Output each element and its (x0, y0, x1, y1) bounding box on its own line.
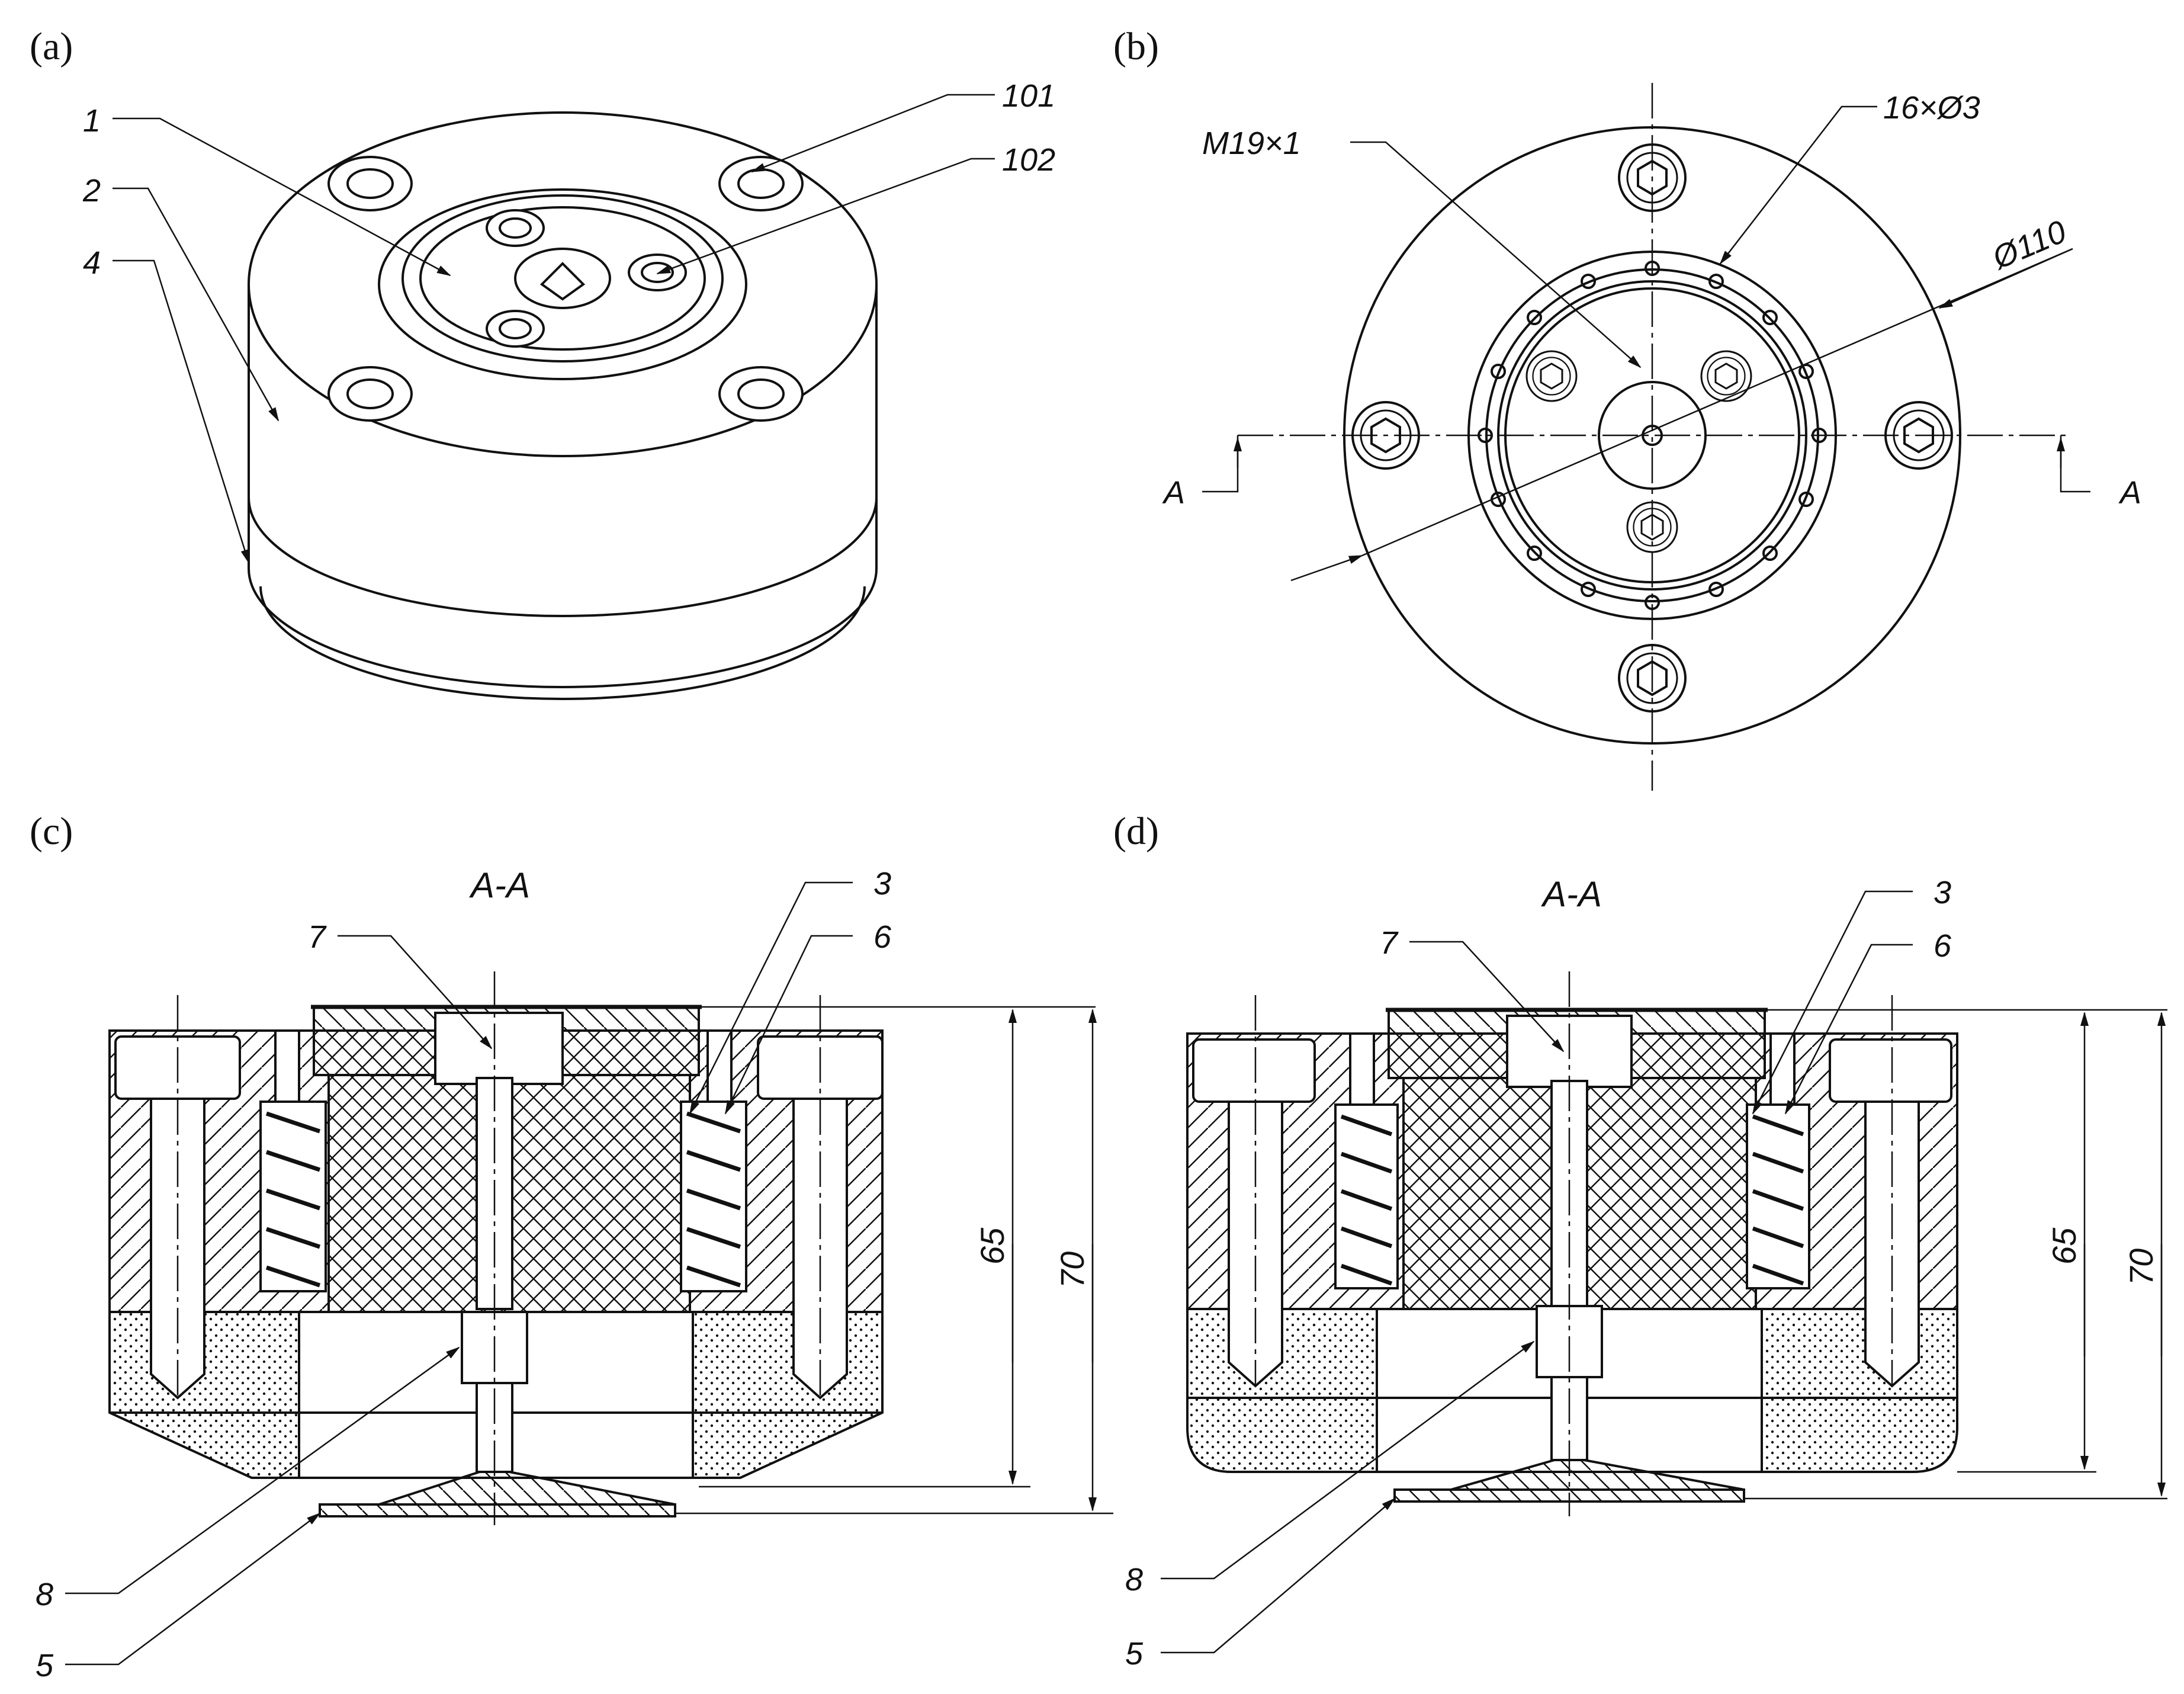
piston-inner (419, 206, 706, 351)
body-side (248, 284, 878, 688)
callout-102: 102 (1002, 142, 1055, 178)
piston-bolt-2 (1700, 350, 1752, 402)
section-title-c: A-A (469, 865, 530, 905)
callout-1: 1 (83, 103, 101, 139)
panel-letter-b: (b) (1113, 25, 1159, 68)
base-ring (259, 586, 866, 700)
callout-7-d: 7 (1380, 925, 1399, 961)
center-cone (539, 262, 586, 301)
callout-8-c: 8 (36, 1577, 53, 1612)
section-letter-left: A (1162, 475, 1185, 511)
base-right (1761, 1308, 1958, 1473)
panel-letter-d: (d) (1113, 810, 1159, 853)
callout-6-c: 6 (873, 919, 892, 955)
dim-70-d: 70 (2122, 1249, 2160, 1285)
leader-thread (1350, 141, 1642, 368)
callout-3-c: 3 (873, 866, 891, 901)
callout-101: 101 (1002, 78, 1055, 114)
dim-70-c: 70 (1054, 1252, 1091, 1288)
dim-dia-right (1938, 248, 2073, 309)
section-letter-right: A (2118, 475, 2141, 511)
callout-8-d: 8 (1125, 1562, 1143, 1597)
panel-d-section: (d) A-A 65 (1113, 810, 2167, 1671)
panel-letter-a: (a) (30, 25, 73, 68)
callout-3-d: 3 (1934, 875, 1951, 910)
center-thread (1598, 381, 1707, 490)
panel-letter-c: (c) (30, 810, 73, 853)
body-groove (248, 497, 878, 617)
callout-4: 4 (83, 245, 101, 281)
bolt-head-right (1829, 1038, 1952, 1103)
panel-a-isometric-view: (a) 1 2 4 101 10 (30, 25, 1055, 700)
section-mark-left (1202, 435, 1239, 493)
callout-holes: 16×Ø3 (1883, 90, 1980, 126)
leader-holes (1719, 105, 1877, 265)
holes-ring (378, 188, 747, 380)
bolt-head-left (1192, 1038, 1316, 1103)
callout-2: 2 (82, 173, 101, 208)
piston-bore (434, 1012, 564, 1085)
section-title-d: A-A (1541, 874, 1602, 914)
panel-b-top-view: (b) A (1113, 25, 2141, 791)
callout-7-c: 7 (308, 919, 327, 955)
leaders-a (113, 94, 995, 564)
callout-6-d: 6 (1934, 928, 1952, 964)
piston-bolt-1 (1525, 350, 1578, 402)
dim-dia-left (1290, 554, 1363, 582)
callout-5-d: 5 (1125, 1636, 1144, 1671)
dim-65-d: 65 (2045, 1227, 2083, 1265)
panel-c-section: (c) A-A (30, 810, 1113, 1683)
springs-c (259, 1029, 747, 1292)
dim-65-c: 65 (974, 1227, 1011, 1265)
section-mark-right (2060, 435, 2090, 493)
callout-5-c: 5 (36, 1648, 54, 1683)
springs-d (1334, 1032, 1810, 1289)
base-right (692, 1311, 884, 1479)
callout-thread: M19×1 (1202, 126, 1301, 161)
dim-dia-line (1361, 248, 2073, 557)
